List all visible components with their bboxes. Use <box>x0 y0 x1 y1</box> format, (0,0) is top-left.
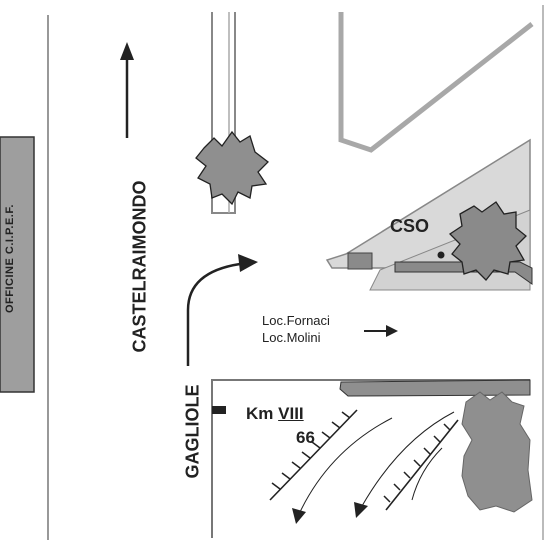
castelraimondo-label: CASTELRAIMONDO <box>129 180 150 353</box>
flow-line-3 <box>411 447 443 501</box>
tree-cso <box>448 201 527 281</box>
cso-marker-dot <box>437 251 445 259</box>
loc-fornaci-label: Loc.Fornaci <box>262 313 330 328</box>
flow-arrow-1 <box>292 508 306 524</box>
loc-molini-label: Loc.Molini <box>262 330 321 345</box>
lower-strip-bar <box>339 379 531 397</box>
km-numeral: VIII <box>278 404 304 423</box>
flow-line-1 <box>299 417 393 513</box>
flow-arrow-2 <box>354 502 368 518</box>
km-prefix: Km <box>246 404 274 423</box>
office-building <box>0 136 35 393</box>
km-denominator: 66 <box>296 428 315 447</box>
slope-hatches-upper <box>271 411 351 490</box>
km-marker-post <box>212 406 226 414</box>
upper-wall <box>338 12 534 153</box>
office-label: OFFICINE C.I.P.E.F. <box>4 204 16 313</box>
lower-area-border <box>211 379 530 538</box>
gagliole-label: GAGLIOLE <box>182 384 203 479</box>
tree-lower <box>461 391 533 513</box>
km-label: Km VIII <box>246 404 304 424</box>
arrow-curved-head <box>238 254 258 272</box>
cso-label: CSO <box>390 216 430 236</box>
slope-line-lower <box>385 419 459 511</box>
slope-line-upper <box>269 409 358 501</box>
slope-hatches-lower <box>383 423 451 503</box>
arrow-curved-shaft <box>186 262 241 366</box>
north-road-edges <box>211 12 236 214</box>
cso-small-block <box>347 252 373 270</box>
arrow-loc-head <box>386 325 398 337</box>
tree-north <box>195 130 269 206</box>
flow-line-2 <box>361 411 455 507</box>
arrow-north-head <box>120 42 134 60</box>
